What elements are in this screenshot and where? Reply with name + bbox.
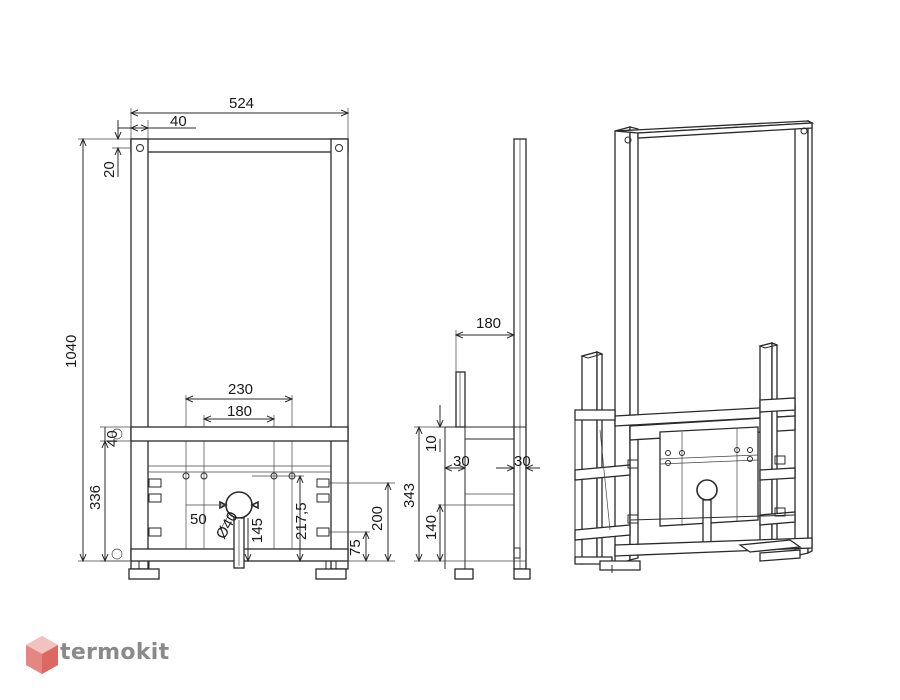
dim-side-10: 10 — [423, 435, 440, 452]
dim-side-140: 140 — [423, 515, 440, 540]
dim-right-75: 75 — [347, 539, 364, 556]
side-view: 180 10 30 30 343 140 — [401, 138, 540, 580]
dim-side-30a: 30 — [453, 453, 470, 470]
dim-lower-height: 336 — [87, 485, 104, 510]
dim-side-343: 343 — [401, 483, 418, 508]
dim-total-height: 1040 — [63, 335, 80, 368]
dim-front-offset: 40 — [170, 113, 187, 130]
dim-drain-145: 145 — [249, 518, 266, 543]
dim-right-200: 200 — [369, 506, 386, 531]
brand-name: termokit — [60, 640, 170, 665]
dim-drain-2175: 217,5 — [293, 502, 310, 540]
termokit-logo — [26, 636, 58, 674]
dim-top-margin: 20 — [101, 161, 118, 178]
dim-inner-spacing: 180 — [227, 403, 252, 420]
front-view: 524 40 1040 20 230 180 40 — [63, 95, 395, 580]
dim-side-30b: 30 — [514, 453, 531, 470]
dim-fix-50: 50 — [190, 511, 207, 528]
dim-front-width: 524 — [229, 95, 254, 112]
dim-side-depth: 180 — [476, 315, 501, 332]
isometric-view — [574, 119, 815, 573]
dim-outer-spacing: 230 — [228, 381, 253, 398]
